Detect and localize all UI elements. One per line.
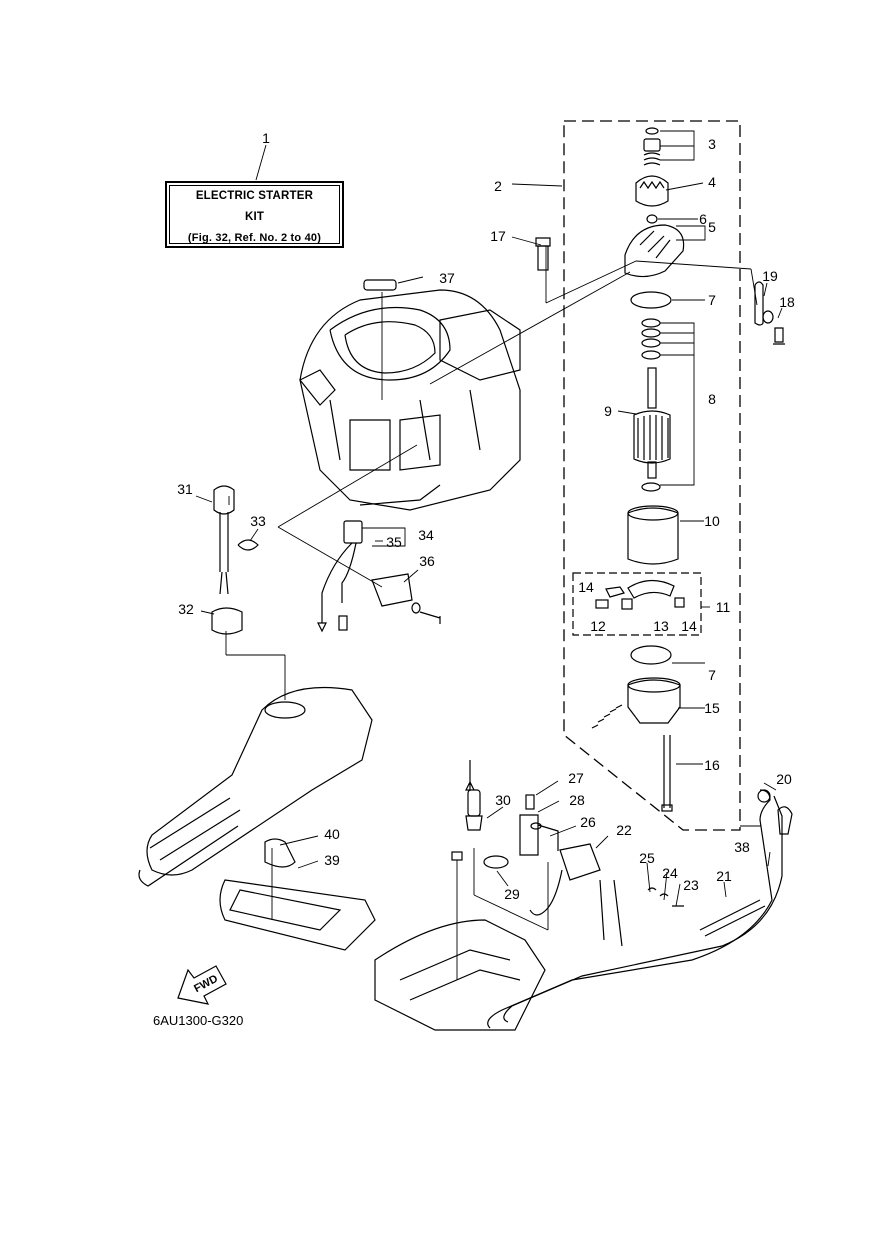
callout-24: 24	[662, 865, 678, 881]
callout-26: 26	[580, 814, 596, 830]
callout-31: 31	[177, 481, 193, 497]
callout-28: 28	[569, 792, 585, 808]
callout-7b: 7	[708, 667, 716, 683]
tiller-handle	[138, 686, 376, 951]
callout-36: 36	[419, 553, 435, 569]
callout-39: 39	[324, 852, 340, 868]
callout-25: 25	[639, 850, 655, 866]
callout-22: 22	[616, 822, 632, 838]
callout-21: 21	[716, 868, 732, 884]
callout-19: 19	[762, 268, 778, 284]
battery-cables	[487, 789, 793, 1029]
callout-1: 1	[262, 130, 270, 146]
callout-15: 15	[704, 700, 720, 716]
callout-12: 12	[590, 618, 606, 634]
callout-8: 8	[708, 391, 716, 407]
callout-4: 4	[708, 174, 716, 190]
callout-37: 37	[439, 270, 455, 286]
callout-11: 11	[715, 599, 731, 615]
callout-3: 3	[708, 136, 716, 152]
fwd-arrow	[177, 965, 227, 1005]
front-cover	[624, 224, 685, 278]
wiring-harness	[211, 485, 441, 635]
callout-18: 18	[779, 294, 795, 310]
callout-7: 7	[708, 292, 716, 308]
callout-14b: 14	[681, 618, 697, 634]
callout-34: 34	[418, 527, 434, 543]
callout-20: 20	[776, 771, 792, 787]
kit-reference: (Fig. 32, Ref. No. 2 to 40)	[187, 232, 322, 244]
starter-assembly-boundary	[563, 120, 741, 831]
leader-lines	[195, 130, 783, 980]
kit-subtitle: KIT	[244, 211, 265, 223]
brush-holder-boundary	[572, 572, 702, 636]
callout-6: 6	[699, 211, 707, 227]
callout-40: 40	[324, 826, 340, 842]
diagram-code: 6AU1300-G320	[153, 1013, 244, 1028]
callout-33: 33	[250, 513, 266, 529]
callout-10: 10	[704, 513, 720, 529]
callout-35: 35	[386, 534, 402, 550]
callout-23: 23	[683, 877, 699, 893]
callout-38: 38	[734, 839, 750, 855]
callout-9: 9	[604, 403, 612, 419]
engine-block	[299, 279, 521, 511]
bottom-cowling-and-relay	[374, 760, 684, 1031]
callout-2: 2	[494, 178, 502, 194]
electric-starter-kit-label: ELECTRIC STARTER KIT (Fig. 32, Ref. No. …	[165, 181, 344, 248]
callout-13: 13	[653, 618, 669, 634]
pinion-gear	[635, 175, 669, 207]
callout-30: 30	[495, 792, 511, 808]
kit-title: ELECTRIC STARTER	[195, 190, 314, 202]
callout-14: 14	[578, 579, 594, 595]
brush-holder	[627, 579, 675, 599]
rear-cover	[627, 679, 681, 724]
starter-motor-parts	[535, 127, 785, 812]
callout-5: 5	[708, 219, 716, 235]
callout-27: 27	[568, 770, 584, 786]
callout-29: 29	[504, 886, 520, 902]
callout-16: 16	[704, 757, 720, 773]
yoke	[627, 507, 679, 565]
callout-32: 32	[178, 601, 194, 617]
callout-17: 17	[490, 228, 506, 244]
armature	[633, 410, 671, 464]
